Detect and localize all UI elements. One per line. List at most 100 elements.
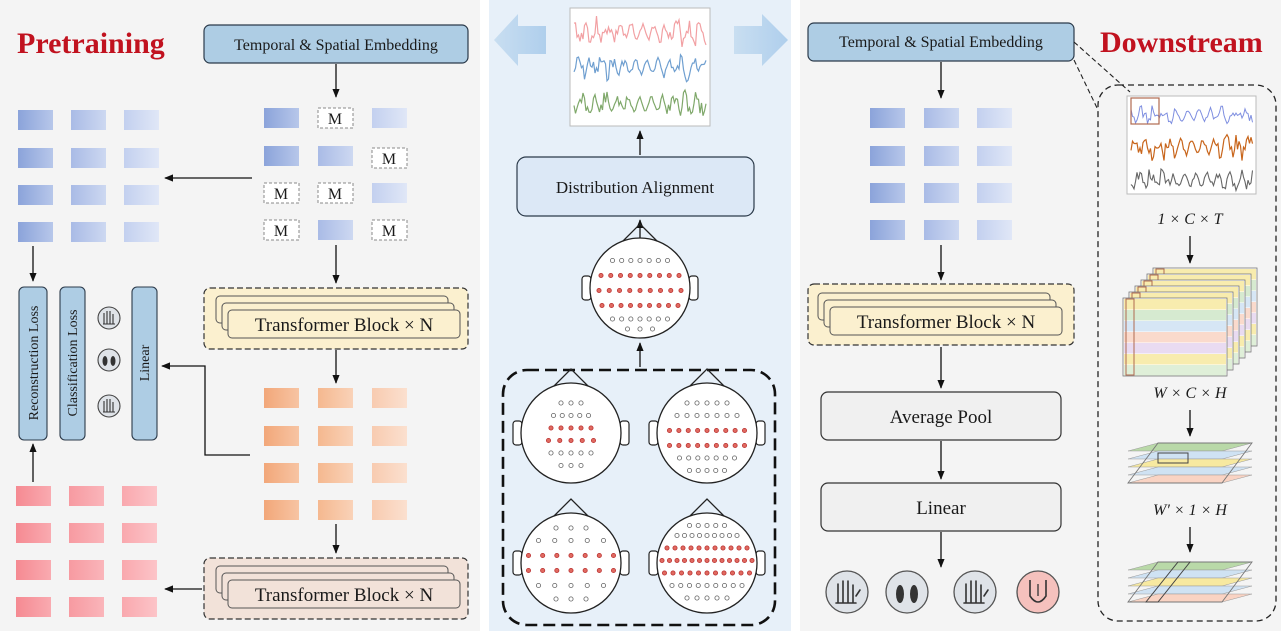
downstream-linear-label: Linear — [916, 498, 966, 519]
feet-icon — [885, 570, 929, 614]
nose — [688, 498, 726, 518]
token — [16, 486, 51, 506]
electrode — [678, 287, 684, 293]
electrode — [552, 538, 558, 544]
electrode — [712, 533, 718, 539]
token — [69, 597, 104, 617]
electrode — [618, 302, 624, 308]
nose — [552, 498, 590, 518]
token — [264, 108, 299, 128]
head-outline — [520, 382, 622, 484]
electrode — [713, 467, 719, 473]
electrode — [747, 570, 753, 576]
arrow-right-icon — [734, 14, 788, 66]
electrode — [599, 302, 605, 308]
orange-token-grid — [264, 388, 407, 520]
nose — [688, 368, 726, 388]
electrode — [669, 583, 675, 589]
electrode — [554, 553, 560, 559]
electrode — [667, 558, 673, 564]
electrode — [742, 442, 748, 448]
electrode — [704, 455, 710, 461]
electrode — [724, 595, 730, 601]
reconstruction-loss-box — [18, 286, 48, 441]
token — [924, 220, 959, 240]
waveform — [1130, 133, 1254, 161]
electrode — [677, 455, 683, 461]
electrode — [666, 272, 672, 278]
electrode — [655, 257, 661, 263]
token — [318, 146, 353, 166]
electrode — [637, 316, 643, 322]
electrode — [730, 583, 736, 589]
token — [870, 220, 905, 240]
token — [18, 222, 53, 242]
head-outline — [589, 237, 691, 339]
electrode — [625, 326, 631, 332]
detail-frame — [1097, 84, 1277, 622]
pretrain-embedding-box — [203, 24, 469, 64]
electrode — [736, 545, 742, 551]
electrode — [696, 570, 702, 576]
electrode — [684, 400, 690, 406]
mask-token — [371, 147, 408, 169]
transformer-layer — [227, 579, 461, 609]
token — [122, 597, 157, 617]
sheet-band — [1124, 310, 1226, 321]
mask-token — [263, 219, 300, 241]
electrode — [568, 583, 574, 589]
token — [71, 110, 106, 130]
token — [69, 523, 104, 543]
electrode — [674, 533, 680, 539]
electrode — [647, 287, 653, 293]
electrode — [684, 412, 690, 418]
electrode — [568, 425, 574, 431]
electrode — [686, 455, 692, 461]
electrode — [540, 553, 546, 559]
reconstruction-loss-label: Reconstruction Loss — [27, 306, 42, 421]
electrode — [552, 583, 558, 589]
waveform — [1130, 105, 1253, 125]
electrode — [670, 570, 676, 576]
token — [870, 183, 905, 203]
sheet-band — [1124, 365, 1226, 376]
token — [122, 486, 157, 506]
electrode — [627, 272, 633, 278]
token — [18, 110, 53, 130]
pretraining-title: Pretraining — [17, 27, 165, 60]
electrode — [588, 450, 594, 456]
electrode — [712, 558, 718, 564]
electrode — [657, 272, 663, 278]
patch-stack — [1122, 267, 1258, 377]
plane-highlight — [1144, 561, 1192, 603]
electrode — [568, 437, 574, 443]
electrode — [540, 568, 546, 574]
waveform — [573, 53, 707, 83]
electrode — [704, 583, 710, 589]
dim-label-1: 1 × C × T — [1157, 211, 1223, 228]
electrode — [637, 287, 643, 293]
electrode — [704, 595, 710, 601]
token — [124, 222, 159, 242]
electrode — [601, 583, 607, 589]
electrode — [704, 427, 710, 433]
token — [18, 185, 53, 205]
electrode — [724, 400, 730, 406]
token — [977, 183, 1012, 203]
electrode-head — [648, 368, 766, 484]
token — [16, 597, 51, 617]
electrode — [739, 583, 745, 589]
zoom-line — [1073, 41, 1131, 93]
electrode — [688, 545, 694, 551]
red-token-grid — [16, 486, 157, 617]
electrode — [548, 425, 554, 431]
left-blue-token-grid — [18, 110, 159, 242]
mask-token-label: M — [274, 223, 288, 240]
arrow-orange-to-linear — [161, 362, 250, 456]
zoom-line — [1073, 59, 1099, 111]
electrode — [721, 570, 727, 576]
electrode — [554, 568, 560, 574]
electrode — [713, 427, 719, 433]
electrode — [676, 272, 682, 278]
